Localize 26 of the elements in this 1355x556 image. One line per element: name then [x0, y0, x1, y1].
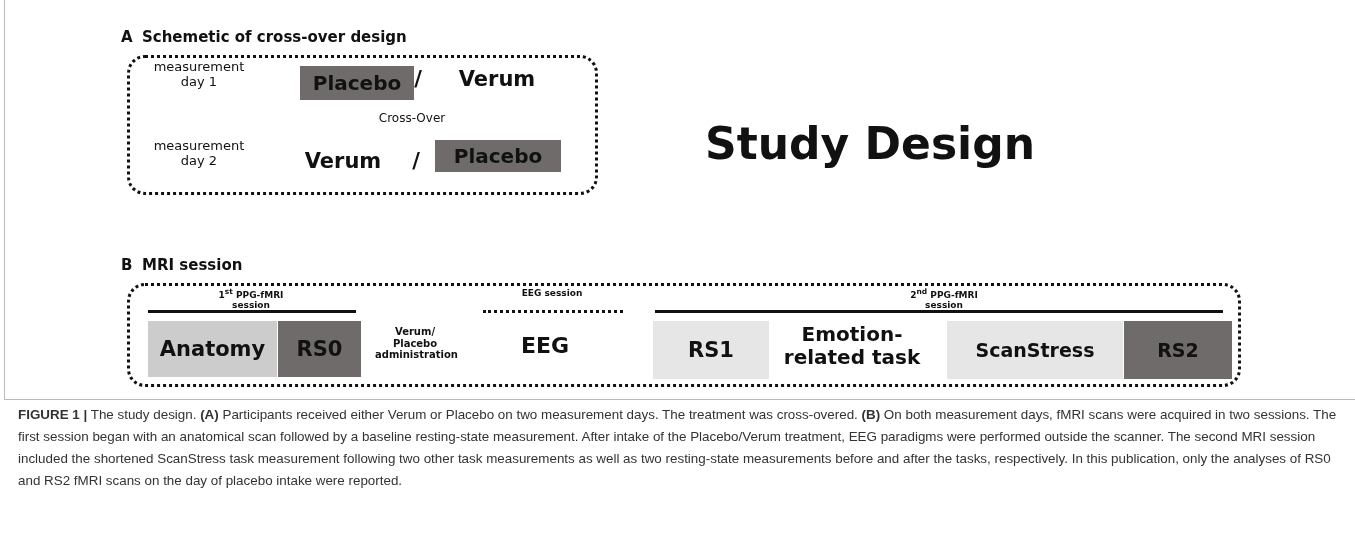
- session-heading: 2$^{nd}$ PPG-fMRI session: [909, 288, 979, 311]
- day-label: measurement day 1: [152, 60, 246, 90]
- phase-block: RS0: [278, 321, 361, 377]
- panel-letter: A: [121, 28, 133, 46]
- phase-block: ScanStress: [947, 321, 1123, 379]
- phase-block: Anatomy: [148, 321, 277, 377]
- session-heading: 1$^{st}$ PPG-fMRI session: [217, 288, 285, 311]
- treatment-label: Verum: [303, 149, 383, 174]
- phase-block: Placebo: [435, 140, 561, 172]
- panel-letter: B: [121, 256, 133, 274]
- figure-caption: FIGURE 1 | The study design. (A) Participants received either Verum or Placebo on two measurement days. The treatment was cross-overed. (B) On both measurement days, fMRI scans were acquired in two sessions. The first session began with an anatomical scan followed by a baseline resting-state measurement. After intake of the Placebo/Verum treatment, EEG paradigms were performed outside the scanner. The second MRI session included the shortened ScanStress task measurement following two other task measurements as well as two resting-state measurements before and after the tasks, respectively. In this publication, only the analyses of RS0 and RS2 fMRI scans on the day of placebo intake were reported.: [18, 406, 1338, 490]
- treatment-label: Verum: [457, 67, 537, 92]
- step-label: Emotion- related task: [782, 323, 922, 369]
- day-label: measurement day 2: [152, 139, 246, 169]
- phase-block: RS1: [653, 321, 769, 379]
- session-heading: EEG session: [520, 288, 584, 299]
- panel-heading: MRI session: [142, 256, 243, 274]
- phase-block: Placebo: [300, 66, 414, 100]
- separator: /: [413, 67, 423, 92]
- step-label: EEG: [519, 333, 571, 359]
- crossover-label: Cross-Over: [377, 112, 447, 126]
- separator: /: [411, 149, 421, 174]
- panel-heading: Schemetic of cross-over design: [142, 28, 407, 46]
- diagram-title: Study Design: [704, 118, 1036, 169]
- step-label: Verum/ Placebo administration: [375, 326, 455, 361]
- phase-block: RS2: [1124, 321, 1232, 379]
